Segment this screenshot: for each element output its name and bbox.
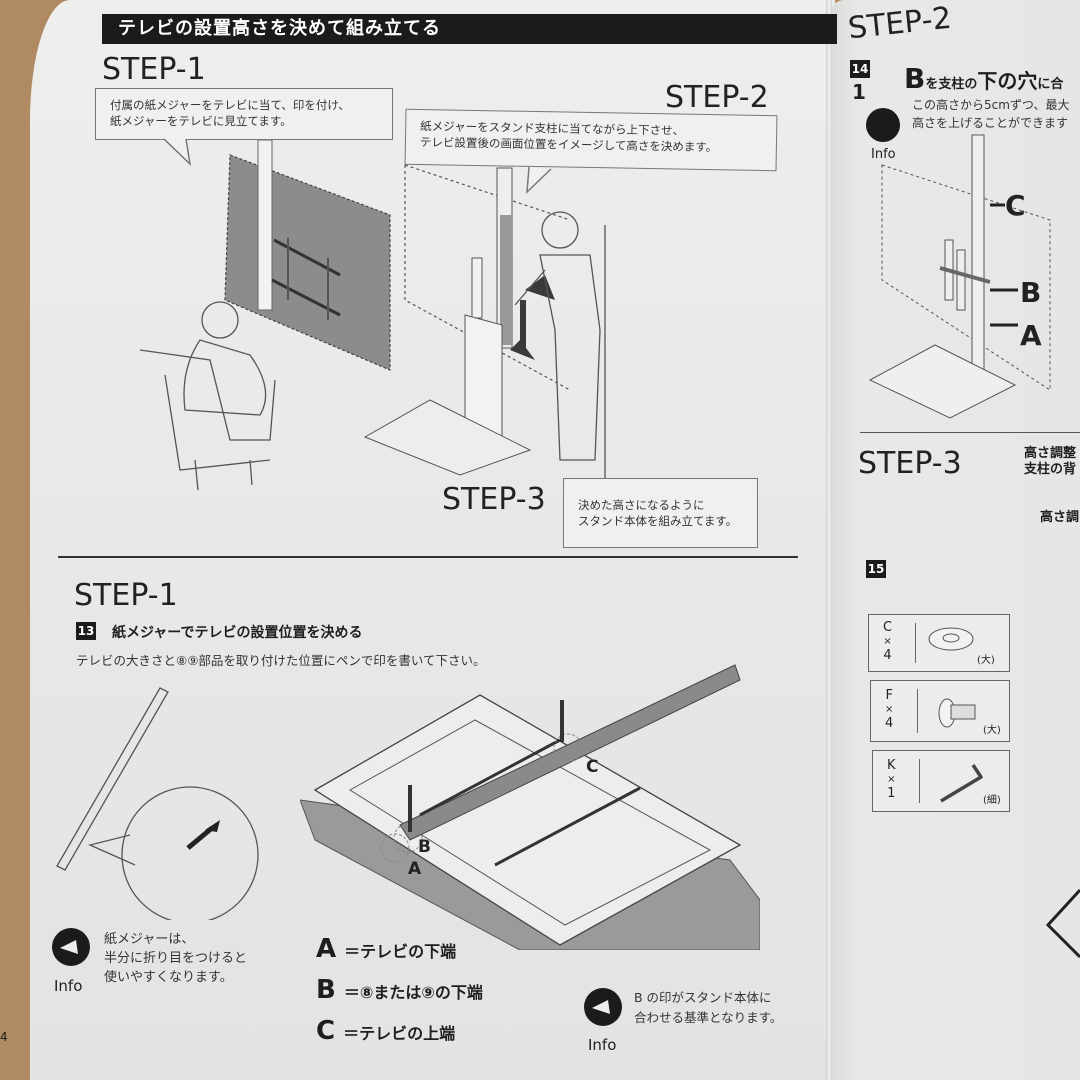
step-number-badge: 13: [76, 622, 96, 640]
note-text: B の印がスタンド本体に 合わせる基準となります。: [634, 988, 782, 1028]
right-step3-text: 高さ調整 支柱の背: [1024, 446, 1077, 477]
callout-tail: [163, 138, 192, 167]
step3-top-label: STEP-3: [442, 482, 546, 517]
heading-b: B: [904, 62, 926, 95]
label-c: C: [1005, 189, 1026, 222]
tip-line2: 半分に折り目をつけると: [104, 951, 248, 966]
tv-wall-illustration: [140, 140, 391, 491]
label-b: B: [1020, 276, 1041, 309]
info-label: Info: [871, 147, 896, 162]
note-line1: B の印がスタンド本体に: [634, 990, 772, 1005]
page-number: 4: [0, 1030, 8, 1044]
step1-callout-line1: 付属の紙メジャーをテレビに当て、印を付け、: [110, 98, 350, 112]
tip-text: 紙メジャーは、 半分に折り目をつけると 使いやすくなります。: [104, 930, 247, 987]
part-label: F×4: [885, 688, 894, 731]
right-step3-sub: 高さ調: [1040, 510, 1080, 525]
step-instruction: テレビの大きさと⑧⑨部品を取り付けた位置にペンで印を書いて下さい。: [76, 653, 486, 668]
label-c: C: [586, 757, 598, 777]
tip-line1: 紙メジャーは、: [104, 932, 195, 947]
part-k-hex-key: K×1 (細): [872, 750, 1010, 812]
part-f-bolt: F×4 (大): [870, 680, 1010, 742]
info-label: Info: [588, 1036, 617, 1054]
section-divider: [58, 556, 798, 558]
legend: A＝テレビの下端 B＝⑧または⑨の下端 C＝テレビの上端: [316, 930, 483, 1053]
sub-step-number: 1: [852, 80, 866, 104]
step1-top-label: STEP-1: [102, 52, 206, 87]
step-heading: 紙メジャーでテレビの設置位置を決める: [112, 625, 363, 641]
washer-icon: [928, 627, 974, 651]
part-c-washer: C×4 (大): [868, 614, 1010, 672]
step3-callout-line2: スタンド本体を組み立てます。: [578, 514, 738, 528]
right-page: [830, 0, 1080, 1080]
bolt-icon: [938, 698, 976, 728]
step3-callout-line1: 決めた高さになるように: [578, 498, 705, 512]
tip-line3: 使いやすくなります。: [104, 970, 233, 985]
step-number-badge: 14: [850, 60, 870, 78]
step1-bottom-label: STEP-1: [74, 578, 178, 613]
step1-callout-line2: 紙メジャーをテレビに見立てます。: [110, 114, 292, 128]
megaphone-icon: [584, 988, 622, 1026]
note-line2: 合わせる基準となります。: [634, 1010, 783, 1025]
legend-row-a: A＝テレビの下端: [316, 934, 457, 964]
legend-row-b: B＝⑧または⑨の下端: [316, 975, 483, 1005]
legend-row-c: C＝テレビの上端: [316, 1016, 456, 1046]
part-label: K×1: [887, 758, 896, 801]
megaphone-icon: [52, 928, 90, 966]
hex-key-icon: [940, 764, 983, 803]
label-a: A: [408, 859, 422, 879]
stand-height-diagram: C B A: [868, 134, 1051, 419]
callout-tail: [526, 166, 552, 194]
part-label: C×4: [883, 620, 893, 663]
right-step3-label: STEP-3: [858, 446, 962, 481]
tv-back-measure-illustration: B A C: [300, 664, 760, 950]
partial-illustration: [1045, 888, 1080, 959]
section-title: テレビの設置高さを決めて組み立てる: [102, 14, 837, 44]
paper-tape-fold-illustration: [56, 687, 259, 920]
step-number-badge: 15: [866, 560, 886, 578]
info-label: Info: [54, 977, 83, 995]
stand-measuring-illustration: [363, 164, 606, 480]
step1-callout: 付属の紙メジャーをテレビに当て、印を付け、 紙メジャーをテレビに見立てます。: [95, 88, 393, 140]
right-divider: [860, 432, 1080, 433]
step3-callout: 決めた高さになるように スタンド本体を組み立てます。: [563, 478, 758, 548]
megaphone-icon: [866, 108, 900, 142]
label-a: A: [1020, 319, 1042, 352]
step2-top-label: STEP-2: [665, 80, 769, 115]
right-step2-heading: Bを支柱の下の穴に合: [904, 62, 1064, 95]
label-b: B: [418, 837, 431, 857]
book-gutter: [826, 0, 832, 1080]
right-info-text: この高さから5cmずつ、最大 高さを上げることができます: [912, 98, 1070, 130]
